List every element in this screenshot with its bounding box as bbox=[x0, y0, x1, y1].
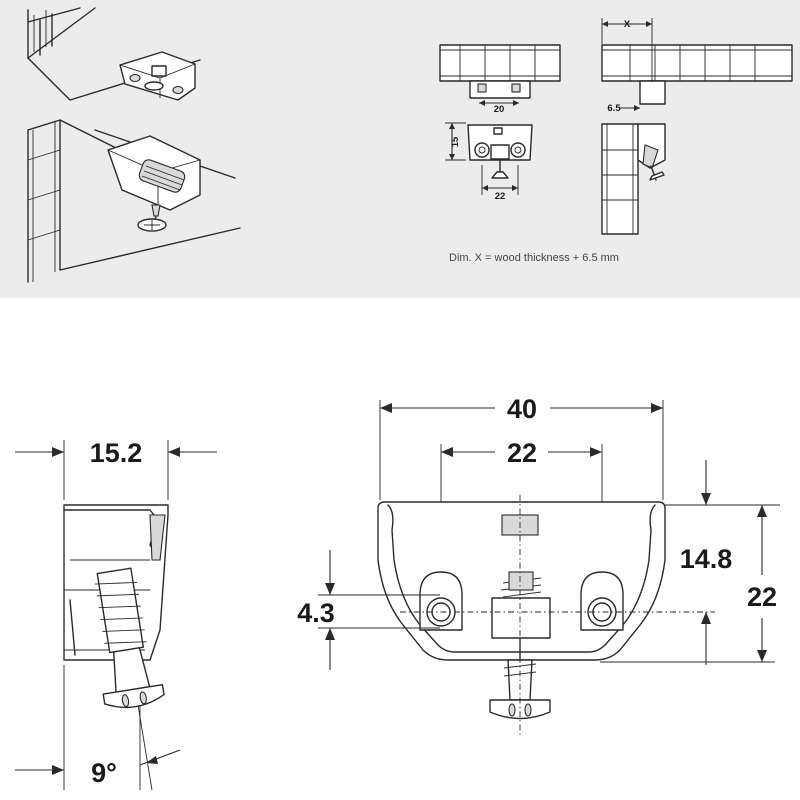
front-view: 40 22 bbox=[297, 394, 780, 735]
small-front-view bbox=[467, 124, 533, 179]
side-screw bbox=[94, 567, 165, 709]
dim-22-small-label: 22 bbox=[495, 191, 506, 202]
dim-side-width-label: 15.2 bbox=[90, 438, 143, 468]
dim-hole-height-label: 4.3 bbox=[297, 598, 335, 628]
side-view: 15.2 9° bbox=[15, 438, 217, 791]
dim-15-label: 15 bbox=[450, 136, 461, 147]
dim-20-label: 20 bbox=[494, 104, 505, 115]
connector-iso-small bbox=[119, 51, 196, 101]
dim-total-width-label: 40 bbox=[507, 394, 537, 424]
small-sections: 20 15 22 X 6.5 bbox=[439, 18, 793, 235]
isometric-drawing bbox=[27, 7, 241, 283]
dim-top-to-hole-label: 14.8 bbox=[680, 544, 733, 574]
dim-x-caption: Dim. X = wood thickness + 6.5 mm bbox=[449, 252, 619, 264]
connector-iso-large bbox=[107, 135, 201, 232]
dim-6-5-label: 6.5 bbox=[607, 103, 621, 114]
dim-angle-label: 9° bbox=[91, 758, 117, 788]
dim-total-height-label: 22 bbox=[747, 582, 777, 612]
dim-x-label: X bbox=[624, 19, 631, 30]
dim-hole-spacing-label: 22 bbox=[507, 438, 537, 468]
